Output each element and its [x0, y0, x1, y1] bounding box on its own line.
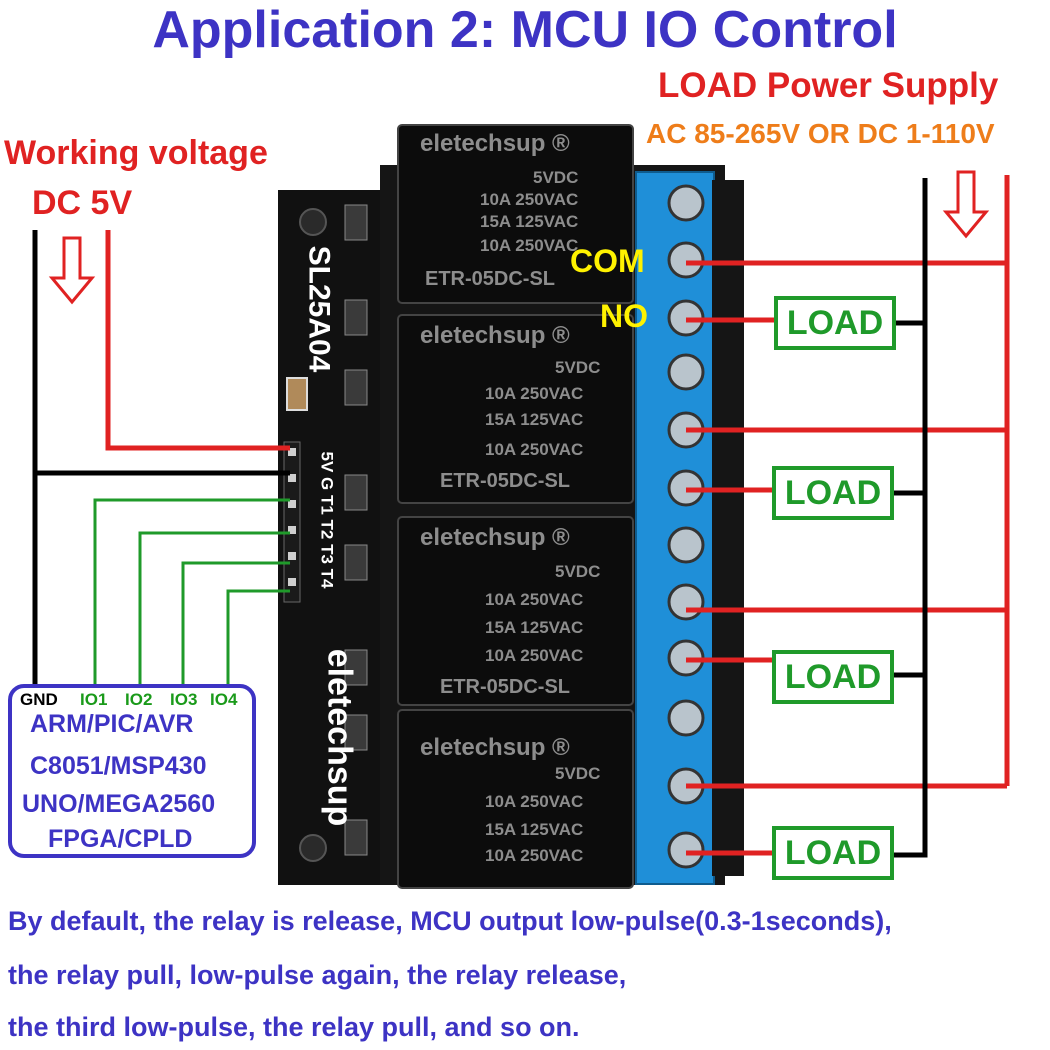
working-voltage-label: Working voltage: [4, 134, 268, 172]
relay-brand: eletechsup ®: [420, 322, 570, 349]
relay-brand: eletechsup ®: [420, 524, 570, 551]
mcu-pin-io1: IO1: [80, 690, 108, 709]
mounting-hole: [299, 208, 327, 236]
terminal-block: [635, 171, 715, 885]
relay-rating: 15A 125VAC: [485, 618, 584, 637]
supply-black-wire: [890, 178, 928, 858]
relay-rating: 15A 125VAC: [480, 212, 579, 231]
mcu-pin-io3: IO3: [170, 690, 198, 709]
load-return-wires: [890, 320, 925, 678]
relay-voltage: 5VDC: [555, 764, 601, 783]
relay-rating: 10A 250VAC: [480, 190, 579, 209]
smd-components: [344, 204, 368, 856]
no-to-load-wires: [686, 317, 775, 856]
relay-rating: 10A 250VAC: [485, 384, 584, 403]
mcu-platform: C8051/MSP430: [30, 752, 207, 780]
relay-rating: 15A 125VAC: [485, 410, 584, 429]
mcu-pin-io4: IO4: [210, 690, 238, 709]
relay-brand: eletechsup ®: [420, 130, 570, 157]
com-wires: [686, 260, 1007, 789]
mcu-platform: UNO/MEGA2560: [22, 790, 216, 818]
mcu-platform: FPGA/CPLD: [48, 825, 193, 853]
load-box-2: LOAD: [772, 466, 894, 520]
mcu-box: [8, 684, 256, 858]
relay-rating: 10A 250VAC: [485, 646, 584, 665]
footer-line-3: the third low-pulse, the relay pull, and…: [8, 1012, 580, 1042]
com-label: COM: [570, 243, 645, 279]
relay-voltage: 5VDC: [533, 168, 579, 187]
header-pins: [283, 441, 301, 603]
io-wires: [93, 498, 290, 690]
capacitor: [286, 377, 308, 411]
terminal-label-strip: [712, 180, 744, 876]
load-box-1: LOAD: [774, 296, 896, 350]
mcu-platform: ARM/PIC/AVR: [30, 710, 194, 738]
relay-model: ETR-05DC-SL: [440, 470, 571, 492]
footer-line-2: the relay pull, low-pulse again, the rel…: [8, 960, 627, 990]
relay-rating: 10A 250VAC: [485, 440, 584, 459]
board-brand: eletechsup: [320, 648, 359, 827]
relay-brand: eletechsup ®: [420, 734, 570, 761]
relay-voltage: 5VDC: [555, 562, 601, 581]
relay-rating: 10A 250VAC: [480, 236, 579, 255]
load-supply-heading: LOAD Power Supply: [658, 66, 999, 105]
working-voltage-value: DC 5V: [32, 184, 133, 222]
relay-rating: 10A 250VAC: [485, 792, 584, 811]
mounting-hole: [299, 834, 327, 862]
page-title: Application 2: MCU IO Control: [152, 1, 898, 59]
relay-rating: 15A 125VAC: [485, 820, 584, 839]
mcu-pin-gnd: GND: [20, 690, 58, 709]
no-label: NO: [600, 298, 648, 334]
relay-model: ETR-05DC-SL: [440, 676, 571, 698]
load-supply-range: AC 85-265V OR DC 1-110V: [646, 118, 995, 149]
board-model: SL25A04: [302, 245, 336, 373]
mcu-pin-io2: IO2: [125, 690, 153, 709]
footer-line-1: By default, the relay is release, MCU ou…: [8, 906, 892, 936]
relay-model: ETR-05DC-SL: [425, 268, 556, 290]
down-arrow-icon: [942, 170, 990, 239]
relay-rating: 10A 250VAC: [485, 846, 584, 865]
pin-labels: 5V G T1 T2 T3 T4: [317, 451, 337, 589]
load-box-3: LOAD: [772, 650, 894, 704]
relay-rating: 10A 250VAC: [485, 590, 584, 609]
down-arrow-icon: [48, 236, 96, 305]
relay-bodies: [397, 124, 634, 889]
vcc-wire: [105, 230, 290, 451]
relay-voltage: 5VDC: [555, 358, 601, 377]
load-box-4: LOAD: [772, 826, 894, 880]
